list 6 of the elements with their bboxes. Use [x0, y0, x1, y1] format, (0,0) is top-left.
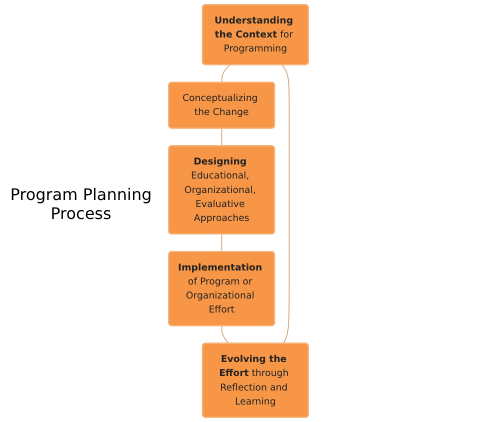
connector — [221, 234, 222, 252]
center-label: Program Planning Process — [9, 185, 153, 223]
connector — [221, 128, 222, 146]
connector — [221, 325, 229, 344]
connector — [221, 64, 230, 84]
connector — [281, 64, 290, 344]
